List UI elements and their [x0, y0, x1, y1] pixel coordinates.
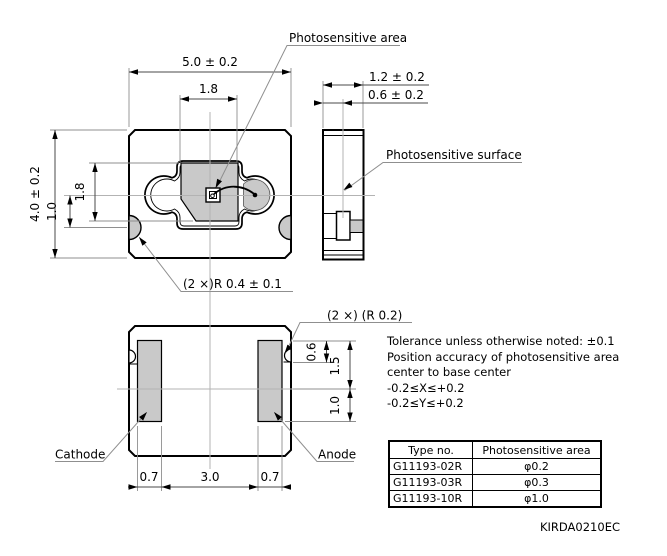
label-anode: Anode [318, 448, 356, 462]
photosensitive-dot [210, 193, 215, 199]
area-cell: φ0.3 [472, 474, 602, 491]
note-line: Tolerance unless otherwise noted: ±0.1 [387, 334, 615, 348]
dim-die-height: 1.8 [73, 182, 87, 201]
label-cathode: Cathode [55, 448, 105, 462]
label-photosensitive-surface: Photosensitive surface [386, 148, 522, 162]
table-row: G11193-10R φ1.0 [388, 490, 602, 508]
table-header-type: Type no. [388, 440, 473, 459]
castellation-left [128, 349, 137, 364]
dim-side-thickness: 1.2 ± 0.2 [369, 70, 425, 84]
note-line: Position accuracy of photosensitive area [387, 349, 620, 364]
table-row: G11193-02R φ0.2 [388, 458, 602, 475]
dim-notch-offset: 1.0 [45, 202, 59, 221]
dim-pkg-height: 4.0 ± 0.2 [28, 166, 42, 222]
bond-wire [213, 185, 255, 195]
tolerance-notes: Tolerance unless otherwise noted: ±0.1 P… [387, 334, 665, 412]
area-cell: φ1.0 [472, 490, 602, 508]
wire-bond-dot [252, 192, 258, 198]
dim-pad-left-width: 0.7 [139, 470, 158, 484]
type-no-cell: G11193-10R [388, 490, 473, 508]
note-line: -0.2≤X≤+0.2 [387, 380, 465, 395]
terminal-band-lines [323, 213, 337, 239]
castellation-steps [129, 361, 291, 365]
leader-lines [55, 45, 522, 462]
dim-die-width: 1.8 [199, 82, 218, 96]
type-table: Type no. Photosensitive area G11193-02R … [388, 440, 602, 508]
dim-pkg-width: 5.0 ± 0.2 [182, 55, 238, 69]
dim-pad-notch-depth: 0.6 [305, 342, 319, 361]
label-top-view-notch: (2 ×)R 0.4 ± 0.1 [183, 277, 282, 291]
anode-pad [257, 339, 283, 423]
table-header-area: Photosensitive area [472, 440, 602, 459]
edge-notch-left [128, 214, 142, 241]
label-photosensitive-area: Photosensitive area [289, 31, 407, 45]
extension-lines [50, 68, 364, 491]
type-no-cell: G11193-02R [388, 458, 473, 475]
dimension-texts: 5.0 ± 0.2 1.8 4.0 ± 0.2 1.8 1.0 1.2 ± 0.… [28, 55, 425, 484]
dim-pad-lower-half: 1.0 [328, 396, 342, 415]
label-bottom-view-notch: (2 ×) (R 0.2) [327, 309, 402, 323]
dim-pad-upper-half: 1.5 [328, 356, 342, 375]
cavity-inner [150, 163, 269, 227]
table-header-row: Type no. Photosensitive area [388, 440, 602, 459]
note-line: center to base center [387, 365, 511, 379]
dim-pad-right-width: 0.7 [260, 470, 279, 484]
die-detail [205, 185, 258, 203]
type-no-cell: G11193-03R [388, 474, 473, 491]
dim-pad-spacing: 3.0 [200, 470, 219, 484]
area-cell: φ0.2 [472, 458, 602, 475]
edge-notch-right [278, 214, 292, 241]
terminal-pad-side [349, 219, 364, 233]
note-line: -0.2≤Y≤+0.2 [387, 396, 464, 410]
cathode-pad [136, 339, 163, 423]
dim-surface-depth: 0.6 ± 0.2 [368, 88, 424, 102]
base-seam-lines [324, 250, 363, 256]
document-code: KIRDA0210EC [539, 520, 620, 534]
table-row: G11193-03R φ0.3 [388, 474, 602, 491]
label-texts: Photosensitive area Photosensitive surfa… [55, 31, 522, 462]
